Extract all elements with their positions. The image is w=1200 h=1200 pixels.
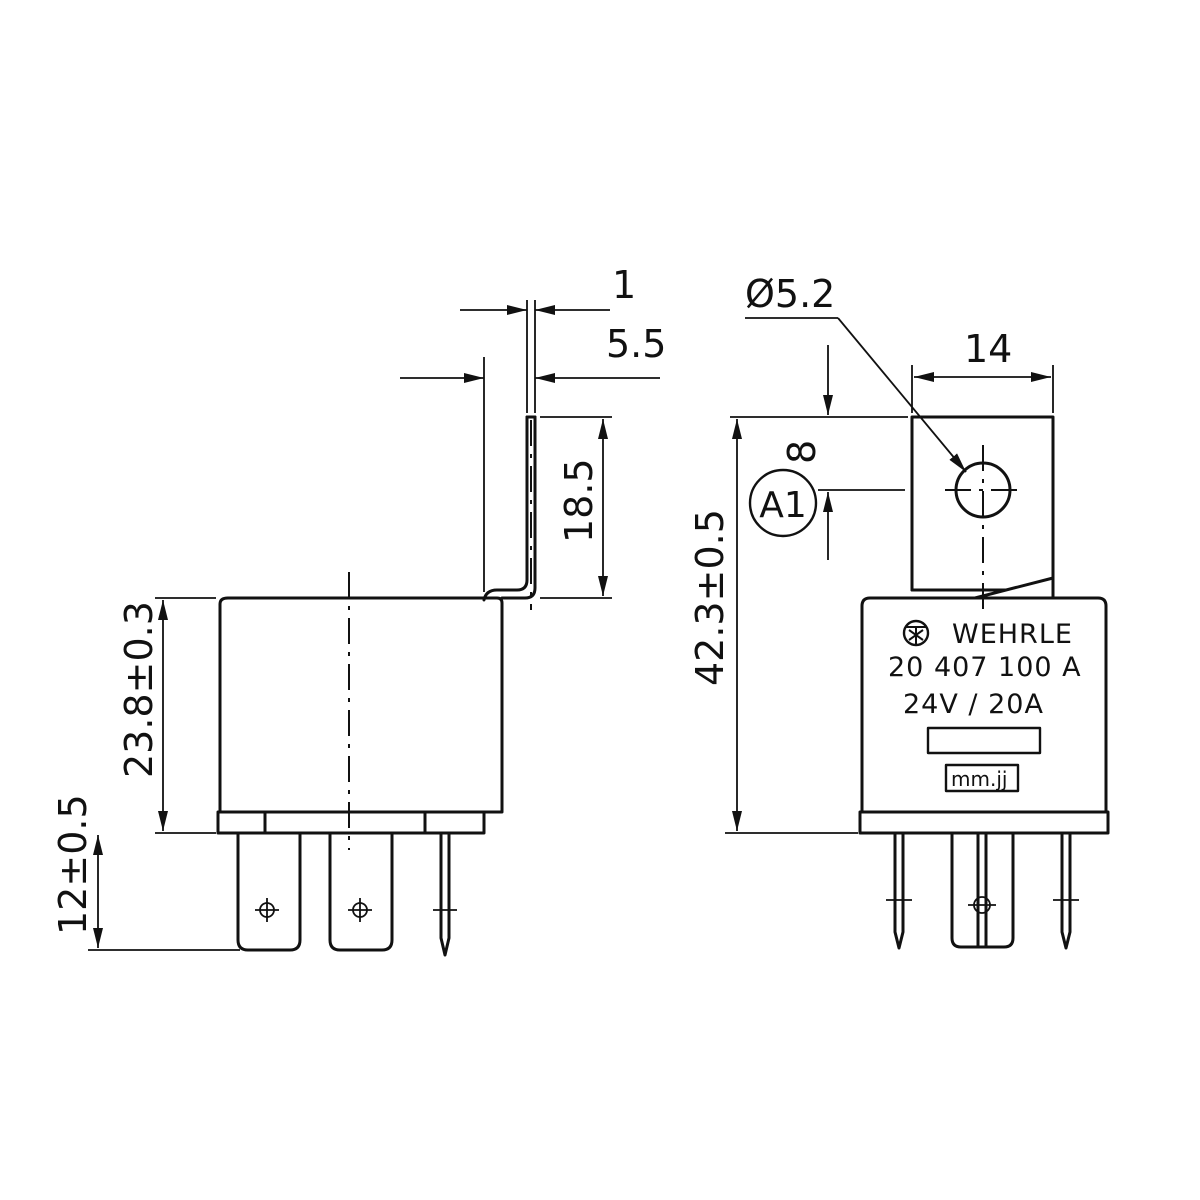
spade-pin-1: [236, 831, 302, 952]
dim-bracket-height: 18.5: [557, 458, 601, 543]
dim-pin-length: 12±0.5: [51, 794, 95, 935]
dim-hole-spacing: 8: [780, 440, 824, 464]
rating-label: 24V / 20A: [903, 689, 1044, 720]
part-number: 20 407 100 A: [888, 652, 1082, 683]
dim-hole-diameter: Ø5.2: [745, 272, 835, 316]
spade-pin-2: [328, 831, 394, 952]
relay-body-side: [218, 596, 504, 814]
dim-bracket-width: 14: [964, 327, 1012, 371]
dim-overall-height: 42.3±0.5: [688, 509, 732, 686]
date-code: mm.jj: [951, 767, 1007, 791]
datum-label: A1: [759, 485, 807, 526]
dim-pin-thickness: 1: [612, 263, 636, 307]
side-view: 1 5.5 18.5 23.8±0.3 12±0.5: [51, 263, 666, 957]
thin-pin-side: [433, 831, 457, 957]
front-pin-left: [886, 831, 912, 950]
dim-bracket-offset: 5.5: [606, 322, 666, 366]
base-plate-side: [216, 810, 486, 835]
date-code-box: [944, 763, 1020, 793]
front-pin-right: [1053, 831, 1079, 950]
mounting-bracket-side: [482, 415, 529, 602]
datum-marker: [748, 468, 818, 538]
dim-body-height: 23.8±0.3: [117, 601, 161, 778]
base-plate-front: [858, 810, 1110, 835]
wehrle-logo-icon: [902, 619, 930, 647]
front-view: WEHRLE 20 407 100 A 24V / 20A mm.jj 14: [688, 272, 1110, 950]
brand-name: WEHRLE: [952, 619, 1073, 650]
label-field: [926, 726, 1042, 755]
front-spade-pin: [950, 831, 1015, 949]
